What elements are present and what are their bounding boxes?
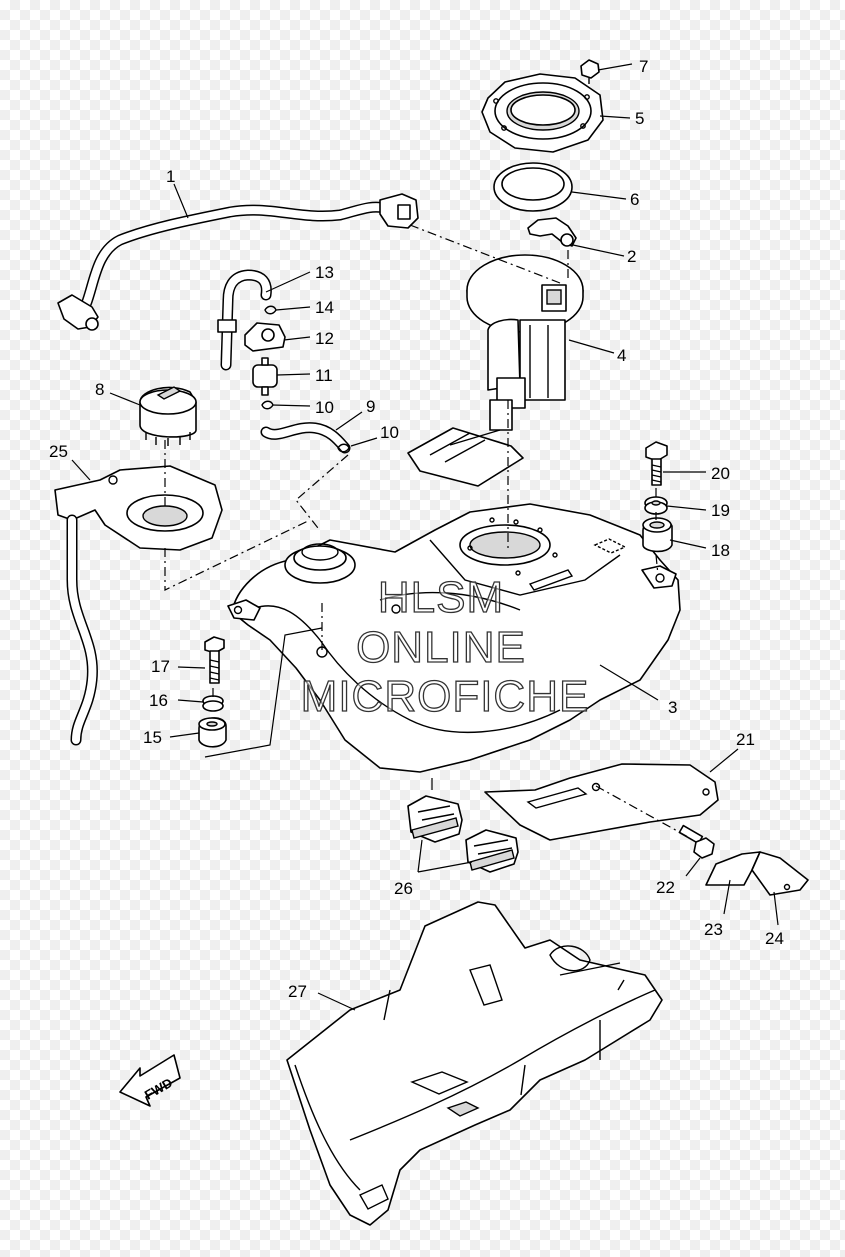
part-24-cover — [751, 851, 809, 896]
alignment-lines — [164, 224, 691, 839]
watermark: HLSM ONLINE MICROFICHE — [300, 572, 590, 721]
watermark-line-2: ONLINE — [356, 623, 526, 672]
callout-5: 5 — [635, 109, 644, 128]
callout-22: 22 — [656, 878, 675, 897]
part-5-fuel-pump-plate — [481, 73, 604, 153]
callout-24: 24 — [765, 929, 784, 948]
callout-10-lower: 10 — [380, 423, 399, 442]
part-2-hose-clip — [527, 217, 577, 247]
callout-23: 23 — [704, 920, 723, 939]
callout-17: 17 — [151, 657, 170, 676]
leader-lines — [71, 63, 779, 1011]
part-27-under-cover — [286, 901, 663, 1226]
part-6-gasket — [493, 162, 573, 212]
callout-11: 11 — [315, 366, 333, 385]
callout-21: 21 — [736, 730, 755, 749]
part-25-filler-tray — [54, 465, 223, 746]
part-10-clip-upper — [261, 400, 274, 410]
part-16-collar — [202, 695, 224, 712]
callout-labels: 1 2 3 4 5 6 7 8 9 10 10 11 12 13 14 15 1… — [49, 57, 784, 1001]
callout-26: 26 — [394, 879, 413, 898]
callout-16: 16 — [149, 691, 168, 710]
callout-13: 13 — [315, 263, 334, 282]
callout-8: 8 — [95, 380, 104, 399]
part-26-damper-left — [407, 795, 463, 843]
callout-15: 15 — [143, 728, 162, 747]
callout-14: 14 — [315, 298, 334, 317]
part-7-nut — [580, 59, 600, 84]
part-9-hose — [260, 422, 351, 454]
part-14-clip — [264, 305, 277, 315]
callout-7: 7 — [639, 57, 648, 76]
part-4-fuel-pump — [407, 254, 584, 487]
part-20-bolt — [645, 441, 668, 486]
part-26-damper-right — [465, 829, 519, 873]
part-19-washer — [644, 496, 668, 515]
part-12-bracket — [244, 322, 286, 352]
part-15-damper — [198, 717, 227, 748]
callout-12: 12 — [315, 329, 334, 348]
callout-19: 19 — [711, 501, 730, 520]
watermark-line-1: HLSM — [378, 573, 504, 622]
callout-9: 9 — [366, 397, 375, 416]
callout-1: 1 — [166, 167, 175, 186]
part-22-bolt — [678, 824, 715, 859]
part-13-hose — [217, 269, 272, 371]
callout-27: 27 — [288, 982, 307, 1001]
watermark-line-3: MICROFICHE — [301, 672, 590, 721]
callout-3: 3 — [668, 698, 677, 717]
part-18-grommet — [642, 517, 673, 553]
part-8-fuel-cap — [139, 386, 197, 446]
part-3-fuel-tank — [227, 503, 681, 773]
callout-2: 2 — [627, 247, 636, 266]
callout-18: 18 — [711, 541, 730, 560]
part-21-heat-shield — [484, 763, 719, 841]
part-1-breather-hose — [57, 193, 419, 331]
callout-25: 25 — [49, 442, 68, 461]
part-11-check-valve — [252, 357, 278, 396]
callout-10-upper: 10 — [315, 398, 334, 417]
fwd-direction-arrow: FWD — [119, 1054, 181, 1107]
callout-4: 4 — [617, 346, 626, 365]
callout-20: 20 — [711, 464, 730, 483]
part-10-clip-lower — [337, 443, 350, 453]
part-17-bolt — [204, 636, 225, 684]
callout-6: 6 — [630, 190, 639, 209]
